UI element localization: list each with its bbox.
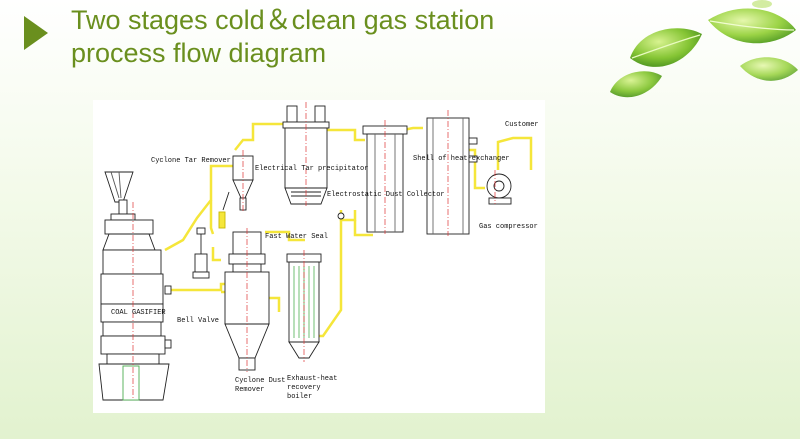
- label-exhaust-heat-boiler-line-3: boiler: [287, 393, 312, 401]
- heat-exchanger-shell: [426, 110, 478, 236]
- leaf-1: [630, 28, 702, 67]
- cyclone-tar-remover: [218, 150, 254, 229]
- green-leaves-icon: [610, 0, 798, 98]
- cyclone-dust-remover: [224, 228, 270, 372]
- coal-gasifier: [98, 171, 172, 401]
- label-cyclone-dust-remover-line-1: Cyclone Dust: [235, 377, 285, 385]
- leaf-4: [740, 57, 798, 81]
- label-cyclone-dust-remover-line-2: Remover: [235, 386, 264, 394]
- label-shell-heat-exchanger: Shell of heat-exchanger: [413, 155, 510, 163]
- label-exhaust-heat-boiler-line-1: Exhaust-heat: [287, 375, 337, 383]
- label-electrical-tar-precipitator: Electrical Tar precipitator: [255, 165, 368, 173]
- process-flow-diagram: Customer Cyclone Tar Remover Electrical …: [93, 100, 545, 413]
- triangle-bullet-icon: [24, 16, 48, 50]
- label-exhaust-heat-boiler-line-2: recovery: [287, 384, 321, 392]
- gas-compressor: [486, 170, 512, 205]
- label-customer: Customer: [505, 121, 539, 129]
- label-cyclone-tar-remover: Cyclone Tar Remover: [151, 157, 231, 165]
- electrical-tar-precipitator: [282, 102, 330, 206]
- label-electrostatic-dust-collector: Electrostatic Dust Collector: [327, 191, 445, 199]
- leaf-2: [708, 8, 796, 44]
- slide-title: Two stages cold＆clean gas station proces…: [71, 4, 591, 70]
- slide-title-line-1: Two stages cold＆clean gas station: [71, 5, 495, 35]
- electrostatic-dust-collector: [337, 120, 408, 234]
- label-bell-valve: Bell Valve: [177, 317, 219, 325]
- slide-title-line-2: process flow diagram: [71, 38, 327, 68]
- exhaust-heat-recovery-boiler: [286, 250, 322, 362]
- label-coal-gasifier: COAL GASIFIER: [111, 309, 166, 317]
- leaf-3: [610, 71, 662, 98]
- bell-valve: [192, 227, 210, 279]
- label-fast-water-seal: Fast Water Seal: [265, 233, 328, 241]
- label-gas-compressor: Gas compressor: [479, 223, 538, 231]
